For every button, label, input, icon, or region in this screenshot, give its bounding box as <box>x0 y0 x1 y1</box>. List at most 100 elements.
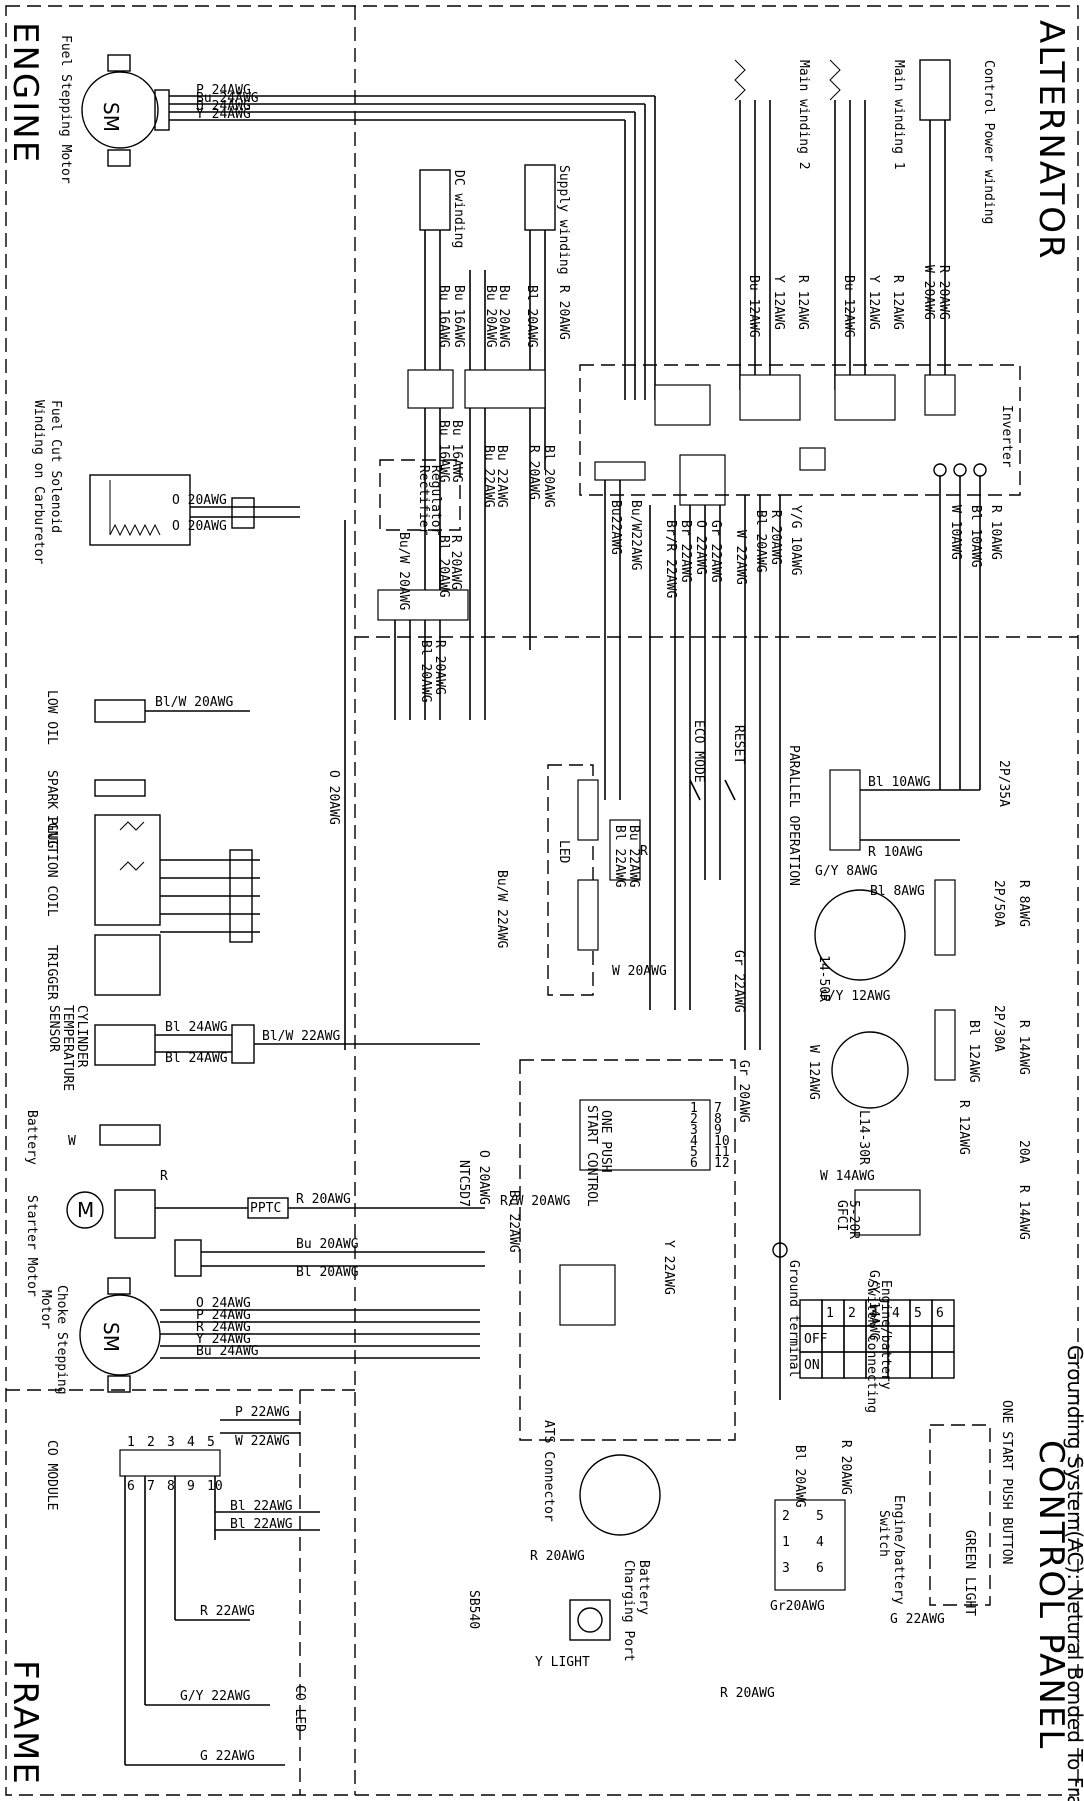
engine-switch-pin: 5 <box>816 1509 824 1524</box>
reset-label: RESET <box>731 725 746 764</box>
r14a: R 14AWG <box>1016 1020 1031 1075</box>
es-g22: G 22AWG <box>890 1612 945 1627</box>
fuel-wire-y: Y 24AWG <box>196 107 251 122</box>
choke-wire-p: P 24AWG <box>196 1308 251 1323</box>
sig-bl20: Bl 20AWG <box>753 510 768 573</box>
sig-brr22: Br/R 22AWG <box>663 520 678 598</box>
supply-r20: R 20AWG <box>556 285 571 340</box>
out-bl10: Bl 10AWG <box>868 775 931 790</box>
engine-switch-pin: 4 <box>816 1535 824 1550</box>
choke-wire-bu: Bu 24AWG <box>196 1344 259 1359</box>
main-winding-1: Main winding 1 <box>891 60 906 170</box>
es-bl20: Bl 20AWG <box>792 1445 807 1508</box>
battery-r: R <box>160 1169 168 1184</box>
push-gr22: Gr 22AWG <box>731 950 746 1013</box>
ground-terminal-label: Ground terminal <box>786 1260 801 1377</box>
bl12: Bl 12AWG <box>966 1020 981 1083</box>
rectifier-label: Rectifier <box>416 465 431 536</box>
inv-bl10: Bl 10AWG <box>968 505 983 568</box>
alt-y12a: Y 12AWG <box>866 275 881 330</box>
led-board: LED Bl 22AWG Bu 22AWG R <box>547 764 648 996</box>
engine-switch-pin: 1 <box>782 1535 790 1550</box>
switch-table-text: 3 <box>870 1306 878 1321</box>
connector-row <box>407 369 956 506</box>
fuel-wire-o: O 24AWG <box>196 99 251 114</box>
spark-plug-label: SPARK PLUG <box>44 770 59 848</box>
one-push-2: START CONTROL <box>584 1105 599 1207</box>
ats-box: ATS Connector <box>541 1264 661 1536</box>
starter-r20: R 20AWG <box>296 1192 351 1207</box>
co-pin-bottom: 8 <box>167 1479 175 1494</box>
led-label: LED <box>556 840 571 864</box>
battery-starter: Battery W R M Starter Motor PPTC R 20AWG… <box>24 1110 485 1297</box>
reg-bu16b: Bu 16AWG <box>436 420 451 483</box>
es-r20: R 20AWG <box>838 1440 853 1495</box>
choke-sm-symbol: SM <box>99 1322 123 1352</box>
gy8: G/Y 8AWG <box>815 864 878 879</box>
outlet-1450: 14-50R <box>816 955 831 1002</box>
battery-charging-port: Battery Charging Port R 20AWG SB540 Y LI… <box>466 1549 651 1670</box>
dc-bu20b: Bu 20AWG <box>483 285 498 348</box>
bottom-r20: R 20AWG <box>720 1686 775 1701</box>
push-rw20: R/W 20AWG <box>500 1194 571 1209</box>
push-pin-label: 9 <box>714 1123 722 1138</box>
sig-r20: R 20AWG <box>768 510 783 565</box>
push-gr20: Gr 20AWG <box>736 1060 751 1123</box>
starter-motor-label: Starter Motor <box>24 1195 39 1297</box>
push-pin-label: 2 <box>690 1112 698 1127</box>
led-bu22: Bu 22AWG <box>626 825 641 888</box>
cyl-temp-3: SENSOR <box>46 1005 61 1052</box>
alt-r20: R 20AWG <box>936 265 951 320</box>
fuel-stepping-motor: SM Fuel Stepping Motor P 24AWG Bu 24AWG … <box>58 35 655 184</box>
switch-table-text: 6 <box>936 1306 944 1321</box>
bl8: Bl 8AWG <box>870 884 925 899</box>
switches-eco-reset: ECO MODE RESET PARALLEL OPERATION <box>689 720 801 886</box>
switch-table-text: 2 <box>848 1306 856 1321</box>
fuel-wire-p: P 24AWG <box>196 83 251 98</box>
push-pin-label: 5 <box>690 1145 698 1160</box>
parallel-label: PARALLEL OPERATION <box>786 745 801 886</box>
co-bl22a: Bl 22AWG <box>230 1499 293 1514</box>
push-pin-label: 8 <box>714 1112 722 1127</box>
ats-connector-label: ATS Connector <box>541 1420 556 1522</box>
switch-table-cell <box>931 1325 955 1353</box>
ground-terminal: Ground terminal <box>772 1242 801 1377</box>
push-pin-label: 11 <box>714 1145 730 1160</box>
push-pin-label: 4 <box>690 1134 698 1149</box>
alt-y12b: Y 12AWG <box>771 275 786 330</box>
eco-mode-label: ECO MODE <box>691 720 706 783</box>
fuel-cut-label-1: Fuel Cut Solenoid <box>48 400 63 533</box>
fuel-sm-symbol: SM <box>99 102 123 132</box>
cyl-wire-2: Bl 24AWG <box>165 1051 228 1066</box>
push-pin-label: 10 <box>714 1134 730 1149</box>
alt-bu12a: Bu 12AWG <box>841 275 856 338</box>
co-p22: P 22AWG <box>235 1405 290 1420</box>
switch-table-cell <box>799 1299 823 1327</box>
engine-title: ENGINE <box>5 22 45 164</box>
push-pin-label: 3 <box>690 1123 698 1138</box>
es-gr20: Gr20AWG <box>770 1599 825 1614</box>
reg-bu22b: Bu 22AWG <box>481 445 496 508</box>
push-bu22: Bu 22AWG <box>506 1190 521 1253</box>
battery-w: W <box>68 1134 76 1149</box>
breaker-30: 2P/30A <box>991 1005 1006 1052</box>
regulator-rectifier: Regulator Rectifier R 20AWG Bl 20AWG Bu/… <box>377 420 556 720</box>
r14b: R 14AWG <box>1016 1185 1031 1240</box>
regulator-label: Regulator <box>428 465 443 536</box>
engine-switch-pin: 3 <box>782 1561 790 1576</box>
fuel-cut-wire-2: O 20AWG <box>172 519 227 534</box>
push-buw22: Bu/W 22AWG <box>494 870 509 948</box>
push-o20: O 20AWG <box>476 1150 491 1205</box>
switch-table-cell <box>909 1325 933 1353</box>
cyl-temp-1: CYLINDER <box>74 1005 89 1068</box>
engine-switch-pin: 2 <box>782 1509 790 1524</box>
push-ntc: NTC5D7 <box>456 1160 471 1207</box>
choke-stepping-motor: SM Choke Stepping Motor O 24AWG P 24AWG … <box>38 1277 480 1395</box>
inv-w10: W 10AWG <box>948 505 963 560</box>
supply-bl20: Bl 20AWG <box>524 285 539 348</box>
low-oil-label: LOW OIL <box>44 690 59 745</box>
switch-table-cell <box>843 1325 867 1353</box>
